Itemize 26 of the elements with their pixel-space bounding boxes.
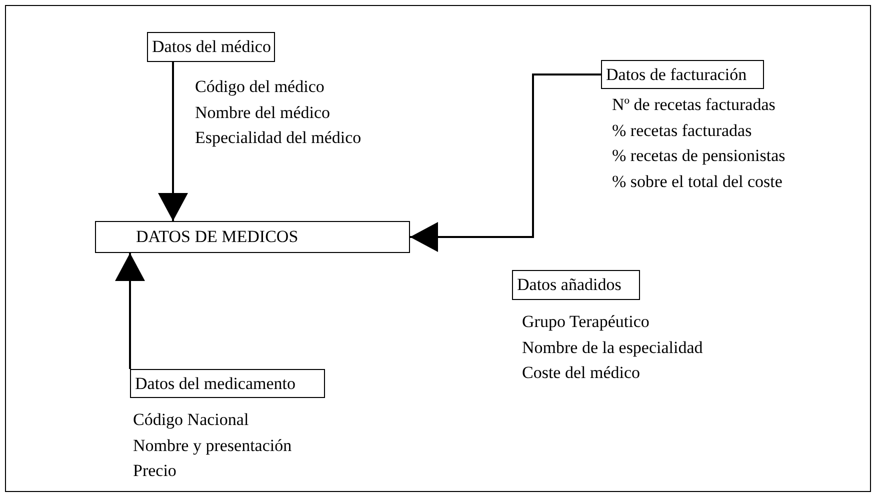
field-item: Código Nacional	[133, 409, 250, 431]
arrow	[158, 62, 188, 221]
box-title: DATOS DE MEDICOS	[136, 227, 298, 247]
field-item: Grupo Terapéutico	[522, 311, 650, 333]
field-item: Nombre y presentación	[133, 434, 292, 457]
field-item: Precio	[133, 460, 178, 482]
box-title: Datos de facturación	[606, 64, 747, 84]
field-item: Especialidad del médico	[195, 127, 362, 149]
field-item: Nombre del médico	[195, 102, 332, 124]
field-item: Coste del médico	[522, 362, 642, 384]
field-item: % sobre el total del coste	[612, 170, 784, 192]
arrow	[410, 74, 601, 252]
arrow	[115, 253, 145, 369]
box-title: Datos del médico	[152, 37, 271, 57]
entity-box	[601, 60, 764, 89]
field-item: Nº de recetas facturadas	[612, 94, 776, 116]
field-item: % recetas facturadas	[612, 120, 753, 142]
entity-box	[512, 270, 640, 300]
field-item: Nombre de la especialidad	[522, 336, 703, 359]
field-item: % recetas de pensionistas	[612, 145, 786, 167]
entity-box	[147, 32, 275, 62]
entity-box	[95, 221, 410, 253]
box-title: Datos añadidos	[517, 275, 622, 295]
box-title: Datos del medicamento	[135, 374, 296, 394]
entity-box	[130, 369, 325, 398]
field-item: Código del médico	[195, 76, 326, 98]
